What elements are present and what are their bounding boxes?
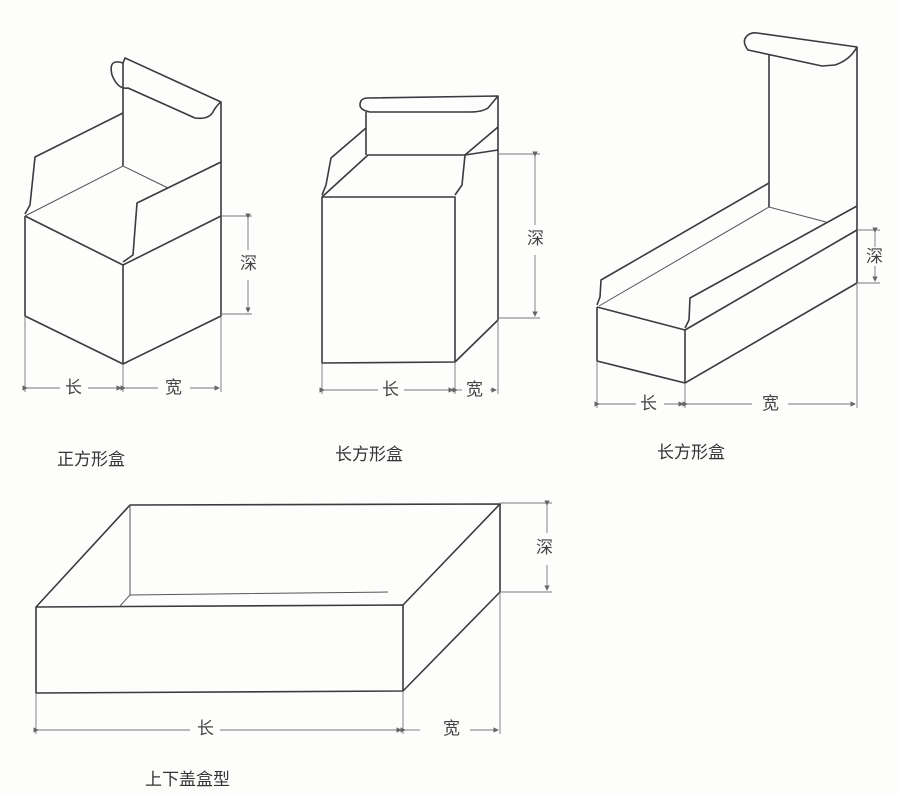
rect-box-tall-length-label: 长 (382, 380, 399, 400)
rect-box-long-caption: 长方形盒 (657, 443, 725, 463)
square-box-depth-label: 深 (240, 254, 257, 274)
square-box-drawing (22, 57, 252, 392)
rect-box-tall-depth-label: 深 (527, 229, 544, 249)
square-box-caption: 正方形盒 (57, 450, 125, 470)
rect-box-tall-drawing (319, 95, 540, 394)
rect-box-tall-width-label: 宽 (466, 380, 483, 400)
lid-base-box-length-label: 长 (197, 719, 214, 739)
lid-base-box-width-label: 宽 (443, 719, 460, 739)
lid-base-box-drawing (33, 500, 552, 734)
rect-box-long-depth-label: 深 (866, 247, 883, 267)
rect-box-long-drawing (594, 32, 880, 408)
rect-box-tall-caption: 长方形盒 (335, 445, 403, 465)
lid-base-box-depth-label: 深 (536, 538, 553, 558)
rect-box-long-width-label: 宽 (762, 394, 779, 414)
lid-base-box-caption: 上下盖盒型 (145, 770, 230, 790)
rect-box-long-length-label: 长 (640, 394, 657, 414)
square-box-width-label: 宽 (165, 378, 182, 398)
square-box-length-label: 长 (65, 378, 82, 398)
